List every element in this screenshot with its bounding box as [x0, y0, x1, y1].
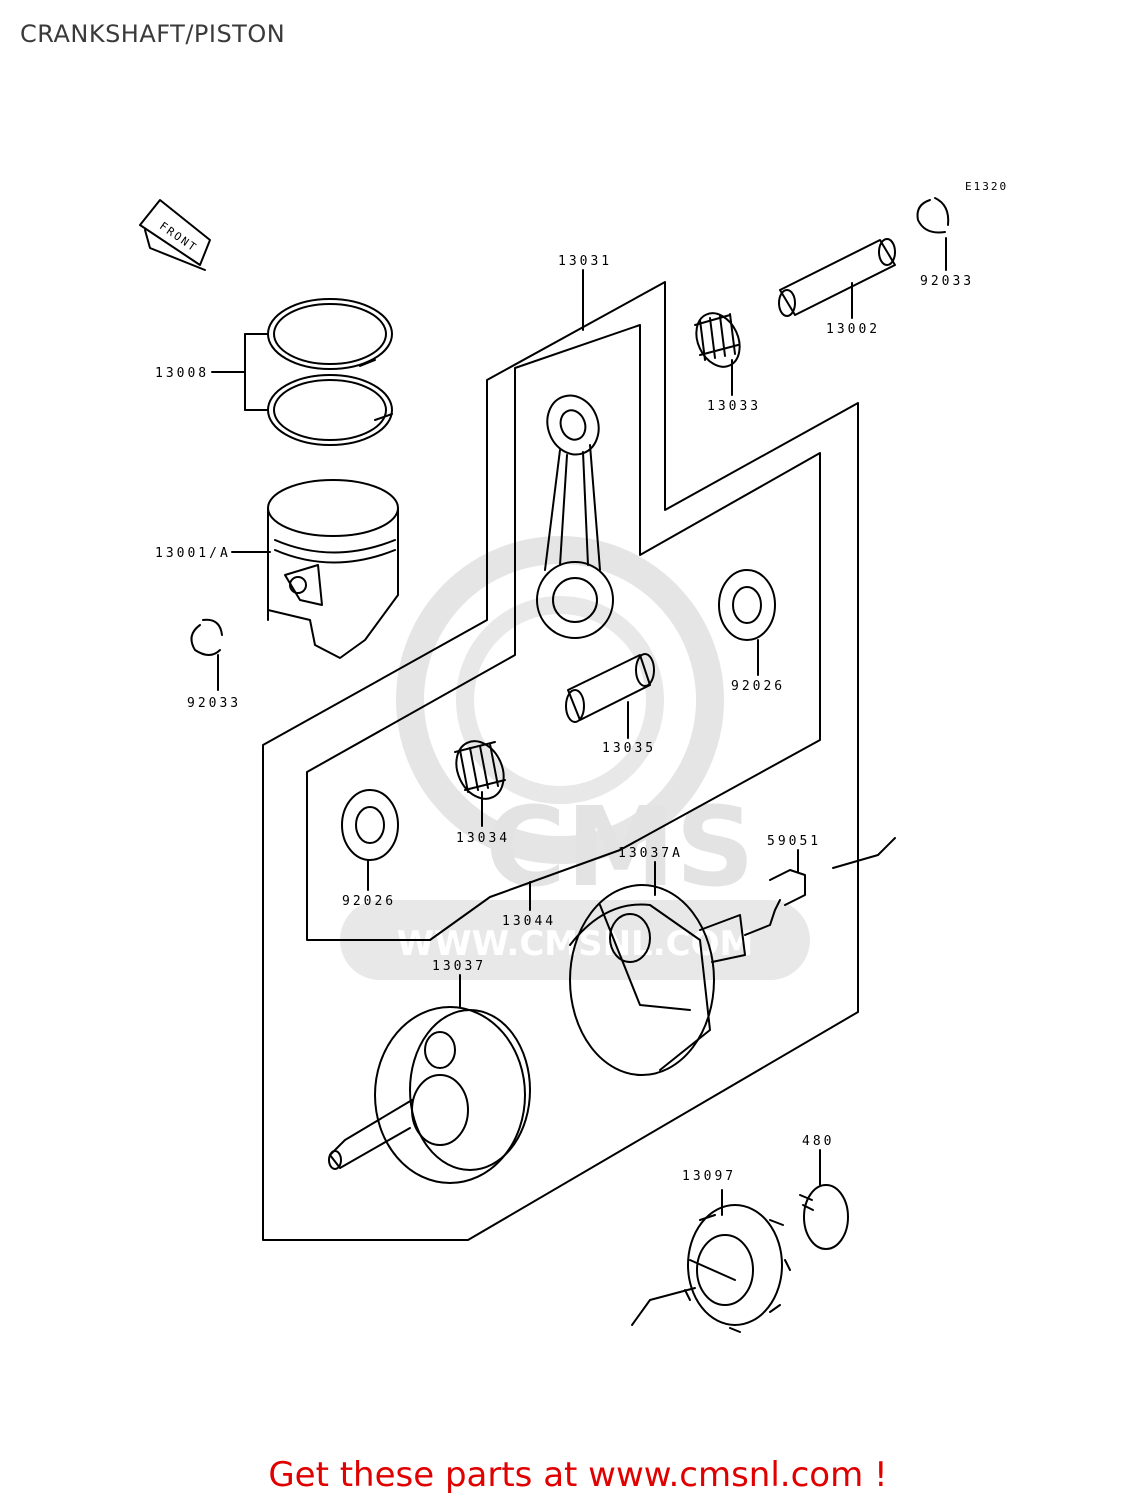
part-label-92026-left: 92026	[342, 894, 396, 909]
piston-icon	[267, 479, 399, 659]
part-label-13008: 13008	[155, 366, 209, 381]
part-label-92026-right: 92026	[731, 679, 785, 694]
part-label-92033-top: 92033	[920, 274, 974, 289]
footer-cta-link[interactable]: Get these parts at www.cmsnl.com !	[0, 1455, 1146, 1495]
circlip-left-icon	[190, 618, 223, 656]
diagram-code: E1320	[965, 180, 1008, 193]
footer-cta-text: Get these parts at www.cmsnl.com !	[268, 1455, 888, 1495]
part-label-13097: 13097	[682, 1169, 736, 1184]
connecting-rod-icon	[536, 394, 614, 639]
primary-gear-icon	[684, 1204, 791, 1333]
part-label-13033: 13033	[707, 399, 761, 414]
break-mark-bottom	[631, 1287, 696, 1326]
needle-bearing-lower-icon	[454, 740, 506, 800]
crank-pin-icon	[565, 653, 655, 723]
thrust-washer-right-icon	[718, 569, 776, 641]
crankshaft-assembly-outline	[262, 281, 859, 1241]
part-label-13031: 13031	[558, 254, 612, 269]
part-label-13044: 13044	[502, 914, 556, 929]
crankshaft-right-half-icon	[569, 869, 806, 1076]
crankshaft-left-half-icon	[328, 1006, 531, 1184]
thrust-washer-left-icon	[341, 789, 399, 861]
page-title: CRANKSHAFT/PISTON	[20, 20, 286, 48]
part-label-13035: 13035	[602, 741, 656, 756]
front-arrow-icon	[139, 199, 211, 271]
part-label-13034: 13034	[456, 831, 510, 846]
part-label-92033-left: 92033	[187, 696, 241, 711]
circlip-top-right-icon	[916, 197, 950, 234]
part-label-13001A: 13001/A	[155, 546, 231, 561]
circlip-480-icon	[799, 1184, 849, 1250]
part-label-13037A: 13037A	[618, 846, 683, 861]
part-label-480: 480	[802, 1134, 834, 1149]
piston-rings-icon	[267, 298, 393, 446]
break-mark-top	[832, 837, 896, 869]
piston-pin-icon	[778, 238, 896, 317]
needle-bearing-top-icon	[694, 312, 741, 368]
part-label-13037: 13037	[432, 959, 486, 974]
part-label-13002: 13002	[826, 322, 880, 337]
connecting-rod-kit-outline	[306, 324, 821, 941]
part-label-59051: 59051	[767, 834, 821, 849]
